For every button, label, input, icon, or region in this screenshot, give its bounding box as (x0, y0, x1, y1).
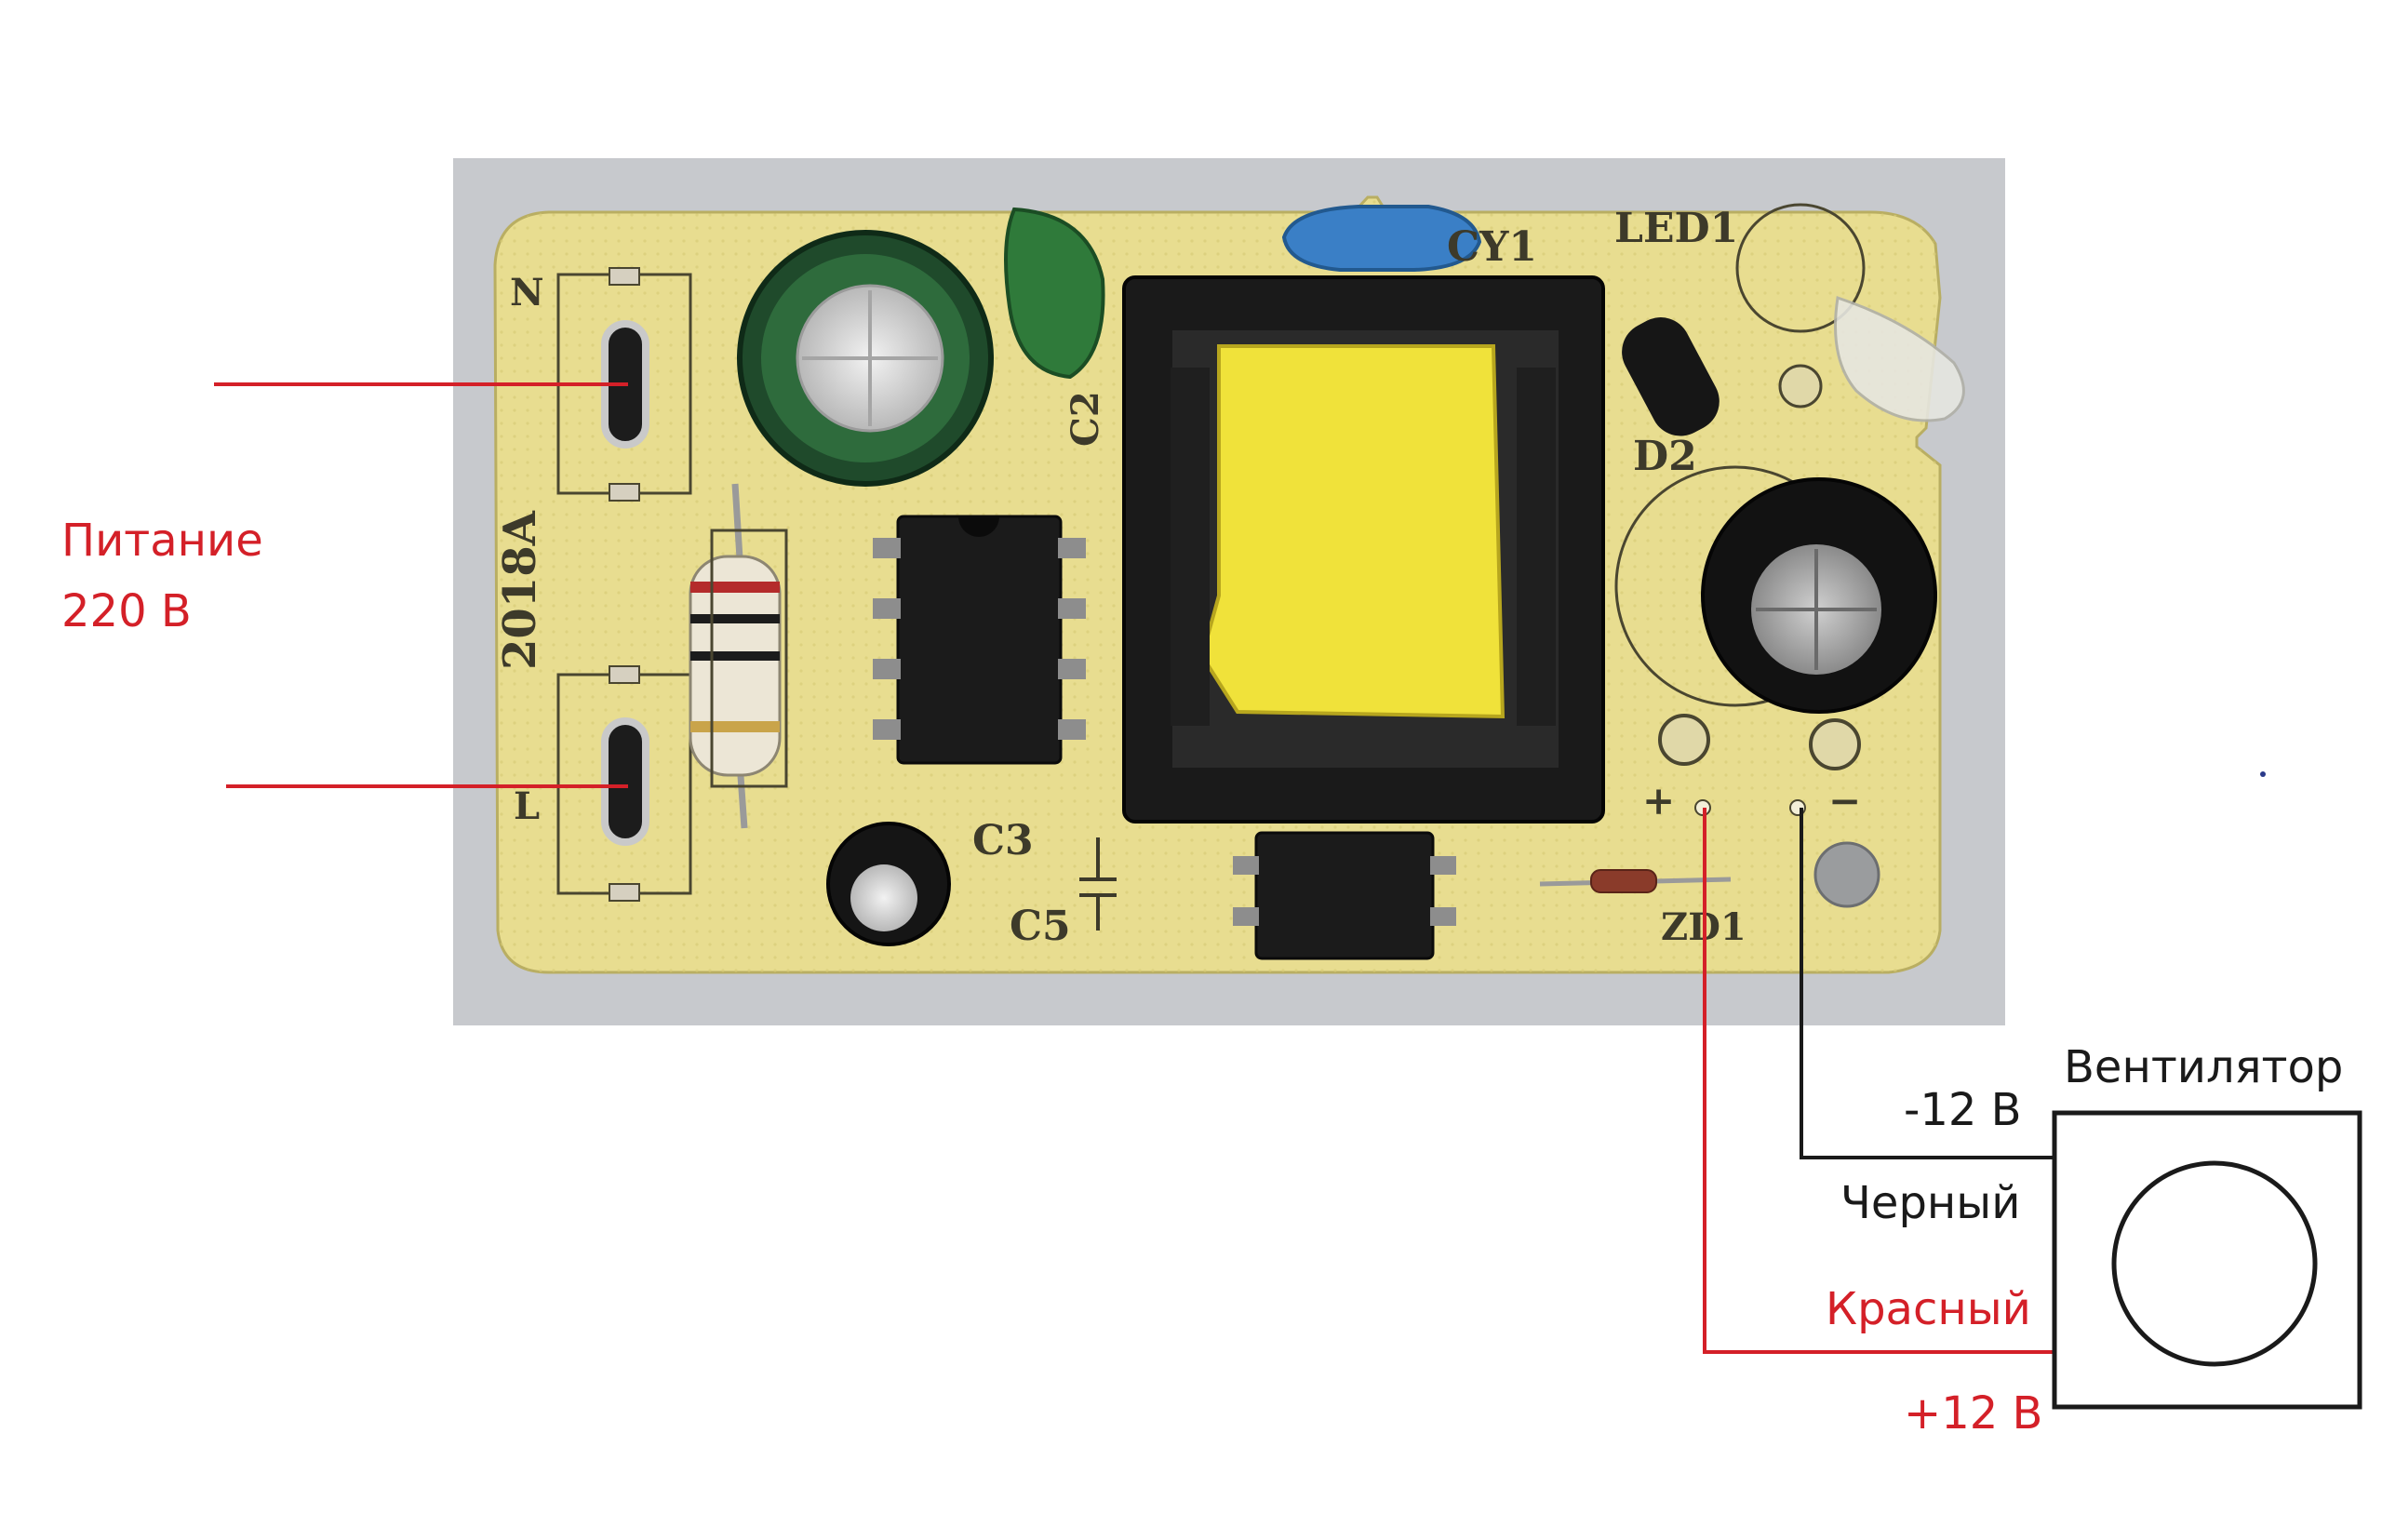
capacitor-c3-top (850, 864, 917, 931)
silk-minus: − (1828, 778, 1861, 824)
led1-footprint (1735, 203, 1866, 333)
resistor-band-3 (690, 651, 780, 661)
led1-lens (1834, 296, 1965, 422)
capacitor-output-pad-plus (1658, 714, 1710, 766)
fan-title: Вентилятор (2064, 1041, 2344, 1093)
silk-led1: LED1 (1614, 205, 1738, 252)
optocoupler-pins (1233, 856, 1456, 926)
wire-red-positive (1703, 808, 2054, 1354)
capacitor-c2 (1004, 207, 1105, 380)
resistor-band-1 (690, 582, 780, 593)
stray-dot (2260, 771, 2266, 777)
silk-n: N (510, 271, 544, 315)
silk-d2: D2 (1633, 433, 1697, 480)
capacitor-output-vent (1756, 549, 1877, 670)
ic-dip8 (896, 515, 1063, 765)
transformer-core-left (1171, 368, 1210, 726)
silk-c5: C5 (1010, 903, 1071, 950)
capacitor-large-vent (802, 290, 938, 426)
ic-dip8-notch (958, 516, 999, 537)
red-wire-label: Красный (1826, 1283, 2031, 1335)
negative-voltage-label: -12 В (1904, 1084, 2022, 1136)
power-label-line1: Питание (61, 515, 263, 567)
capacitor-cy1 (1281, 205, 1482, 272)
resistor-outline (710, 529, 788, 788)
zener-zd1 (1590, 869, 1657, 893)
transformer-core-right (1517, 368, 1556, 726)
board-photo: N L 2018A C2 (453, 158, 2005, 1025)
resistor-band-2 (690, 614, 780, 623)
mounting-hole (1813, 841, 1880, 908)
fan-icon (2111, 1160, 2318, 1367)
resistor-lead-top (731, 483, 743, 559)
silk-l: L (514, 784, 540, 828)
silk-plus: + (1642, 778, 1675, 824)
silk-c2: C2 (1064, 391, 1107, 447)
positive-voltage-label: +12 В (1904, 1387, 2043, 1440)
terminal-l-slot (601, 717, 649, 846)
silk-cy1: CY1 (1447, 223, 1537, 271)
black-wire-label: Черный (1840, 1177, 2021, 1229)
terminal-l-pad-top (609, 665, 640, 684)
power-label-line2: 220 В (61, 585, 192, 637)
ic-dip8-pins (873, 538, 1086, 740)
silk-c3: C3 (972, 817, 1034, 864)
wire-black-negative (1800, 808, 2054, 1159)
led1-pad-1 (1778, 364, 1823, 408)
resistor-band-4 (690, 721, 780, 732)
diode-d2 (1622, 317, 1720, 436)
terminal-l-pad-bottom (609, 883, 640, 902)
capacitor-output-pad-minus (1809, 718, 1861, 770)
capacitor-c5-symbol (1079, 837, 1117, 931)
terminal-n-pad-top (609, 267, 640, 286)
transformer-coil (1199, 344, 1505, 719)
terminal-n-pad-bottom (609, 483, 640, 502)
silk-model: 2018A (494, 510, 546, 670)
optocoupler (1254, 831, 1435, 960)
